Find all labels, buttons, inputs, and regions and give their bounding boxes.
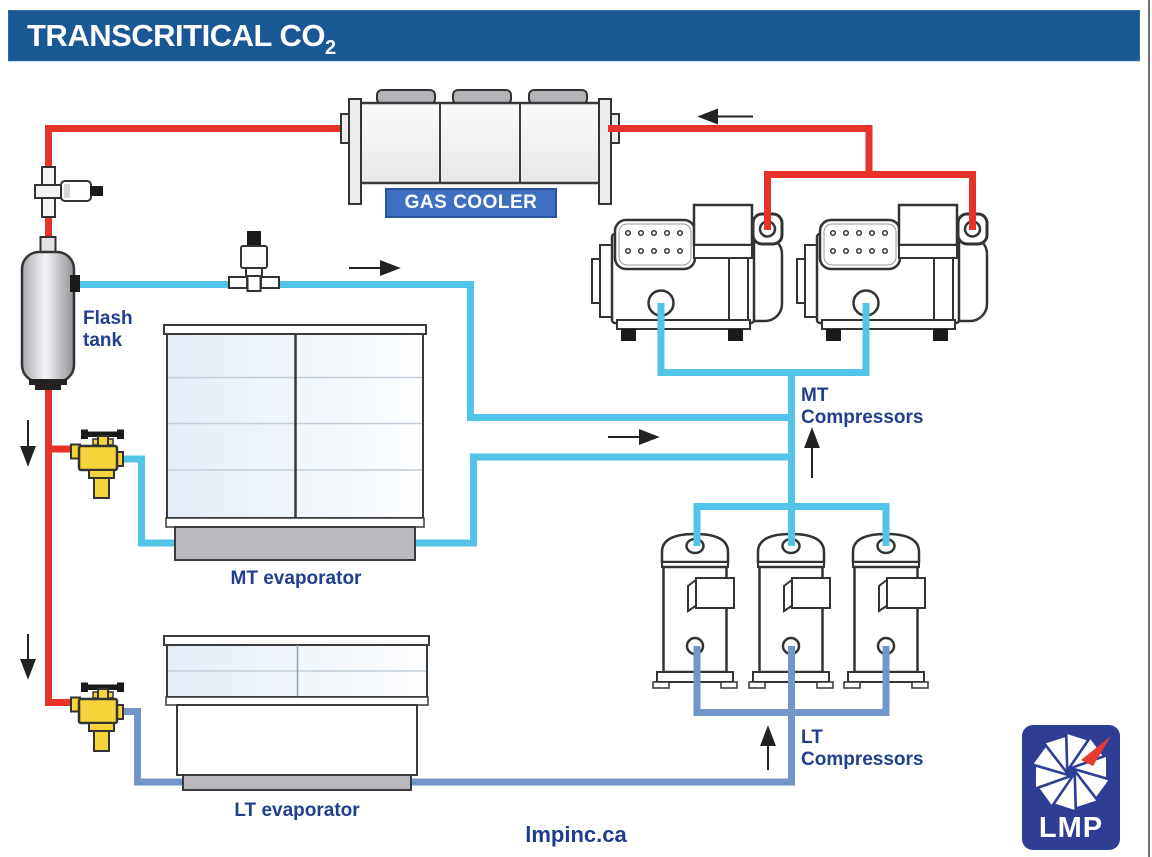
flow-arrow-up-icon xyxy=(760,725,776,770)
mt-compressor-2 xyxy=(795,203,989,343)
flow-arrow-right-icon xyxy=(608,429,660,445)
page-title: TRANSCRITICAL CO2 xyxy=(8,10,1140,61)
website-text: lmpinc.ca xyxy=(525,822,627,847)
mt-compressor-1 xyxy=(590,203,784,343)
gas-cooler xyxy=(340,89,620,205)
logo-text: LMP xyxy=(1038,812,1104,844)
flow-arrow-left-icon xyxy=(697,108,753,125)
lmp-logo: LMP xyxy=(1022,725,1120,850)
flow-arrow-up-icon xyxy=(804,427,820,478)
gas-cooler-label: GAS COOLER xyxy=(385,188,557,218)
mt-evaporator xyxy=(163,324,427,561)
title-text: TRANSCRITICAL CO xyxy=(27,18,325,53)
flow-arrows xyxy=(20,108,820,770)
mt-compressors-label: MT Compressors xyxy=(801,385,924,428)
flash-tank-outlet-port xyxy=(70,275,80,292)
flow-arrow-down-icon xyxy=(20,634,36,680)
flash-tank xyxy=(20,236,80,390)
expansion-valve-lt xyxy=(69,681,126,753)
logo-red-blade-icon xyxy=(1081,736,1111,766)
pipe-mt-suction xyxy=(657,303,870,509)
lt-evaporator xyxy=(163,635,430,791)
mt-evaporator-label: MT evaporator xyxy=(230,568,362,589)
lt-compressors-label: LT Compressors xyxy=(801,727,924,770)
title-subscript: 2 xyxy=(324,37,336,59)
bypass-valve xyxy=(228,231,280,292)
flow-arrow-right-icon xyxy=(349,260,401,276)
page-right-border xyxy=(1148,0,1150,857)
high-pressure-valve xyxy=(34,166,103,218)
flow-arrow-down-icon xyxy=(20,420,36,467)
lt-evaporator-label: LT evaporator xyxy=(234,800,360,821)
pipe-lt-discharge xyxy=(693,503,890,546)
flash-tank-label: Flash tank xyxy=(83,308,133,351)
pinwheel-icon xyxy=(1033,734,1111,810)
pipe-high-pressure-discharge xyxy=(608,125,976,230)
pipe-lt-suction-drops xyxy=(693,646,890,714)
expansion-valve-mt xyxy=(69,428,126,500)
